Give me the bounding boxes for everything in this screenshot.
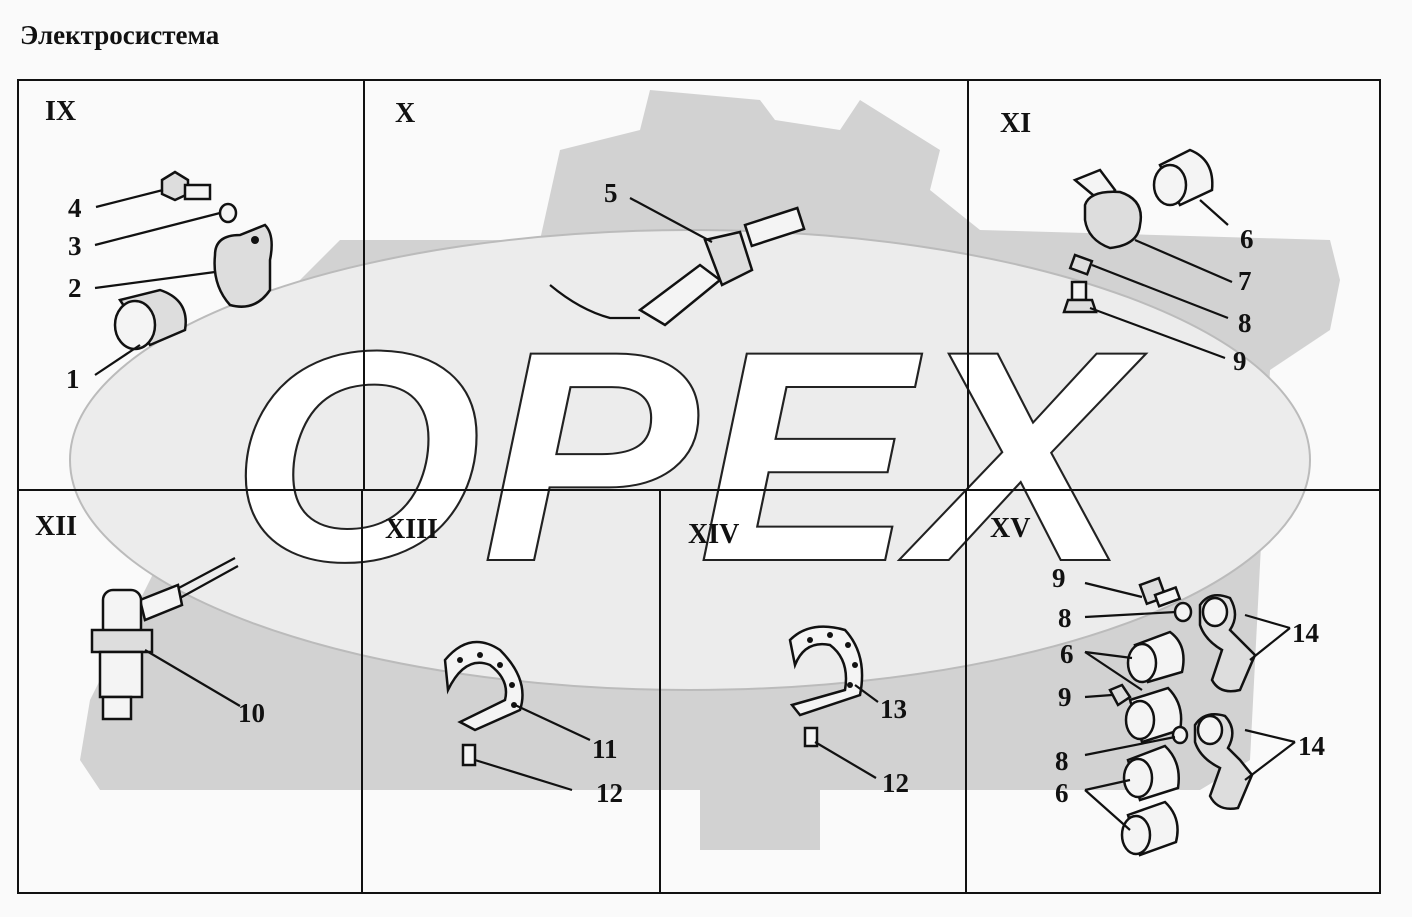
callout-10: 10: [238, 698, 265, 728]
bolt-icon: [160, 170, 212, 202]
bolt-icon: [1108, 683, 1132, 707]
callout-2: 2: [68, 273, 82, 303]
panel-label-x: X: [395, 98, 415, 129]
panel-x-parts: 5: [549, 178, 806, 327]
panel-label-xi: XI: [1000, 108, 1031, 139]
callout-9-b: 9: [1058, 682, 1072, 712]
clamp-icon: [213, 223, 273, 308]
callout-8-a: 8: [1058, 603, 1072, 633]
panel-label-xii: XII: [35, 511, 77, 542]
bushing-icon: [1126, 630, 1185, 684]
panel-label-xiii: XIII: [385, 514, 438, 545]
callout-14-a: 14: [1292, 618, 1319, 648]
callout-1: 1: [66, 364, 80, 394]
callout-3: 3: [68, 231, 82, 261]
panel-label-ix: IX: [45, 96, 76, 127]
clamp-icon: [1072, 168, 1143, 250]
callout-9: 9: [1233, 346, 1247, 376]
callout-12: 12: [596, 778, 623, 808]
callout-5: 5: [604, 178, 618, 208]
nut-icon: [1068, 253, 1094, 276]
panel-xiv-parts: 13 12: [788, 625, 909, 798]
callout-9-a: 9: [1052, 563, 1066, 593]
temperature-sensor-icon: [90, 557, 239, 721]
washer-icon: [1171, 725, 1189, 745]
callout-6: 6: [1240, 224, 1254, 254]
panel-xv-parts: 9 8 6 9 8 6 14 14: [1052, 563, 1325, 857]
bushing-icon: [1120, 800, 1179, 857]
bolt-icon: [1138, 576, 1182, 608]
callout-14-b: 14: [1298, 731, 1325, 761]
panel-ix-parts: 4 3 2 1: [66, 170, 273, 394]
page-title: Электросистема: [20, 20, 220, 50]
callout-4: 4: [68, 193, 82, 223]
panel-grid: [17, 79, 1381, 894]
callout-6-b: 6: [1055, 778, 1069, 808]
panel-label-xv: XV: [990, 513, 1030, 544]
perforated-clamp-icon: [443, 640, 524, 732]
screw-icon: [803, 726, 819, 748]
washer-icon: [1173, 601, 1193, 623]
clamp-icon: [1193, 713, 1254, 810]
watermark-text: OPEX: [230, 288, 1147, 624]
washer-icon: [218, 202, 238, 224]
panel-xiii-parts: 11 12: [443, 640, 623, 808]
callout-11: 11: [592, 734, 618, 764]
bushing-icon: [1122, 744, 1180, 802]
perforated-clamp-icon: [788, 625, 864, 717]
callout-8: 8: [1238, 308, 1252, 338]
clamp-icon: [1198, 593, 1257, 693]
callout-6-a: 6: [1060, 639, 1074, 669]
panel-label-xiv: XIV: [688, 519, 739, 550]
bushing-icon: [1152, 148, 1214, 207]
callout-12b: 12: [882, 768, 909, 798]
screw-icon: [461, 743, 477, 767]
panel-xii-parts: 10: [90, 557, 265, 728]
sleeve-icon: [113, 288, 187, 351]
callout-7: 7: [1238, 266, 1252, 296]
panel-xi-parts: 6 7 8 9: [1062, 148, 1254, 376]
sensor-icon: [549, 206, 806, 327]
callout-13: 13: [880, 694, 907, 724]
bushing-icon: [1124, 686, 1183, 744]
callout-8-b: 8: [1055, 746, 1069, 776]
bolt-icon: [1062, 280, 1098, 314]
